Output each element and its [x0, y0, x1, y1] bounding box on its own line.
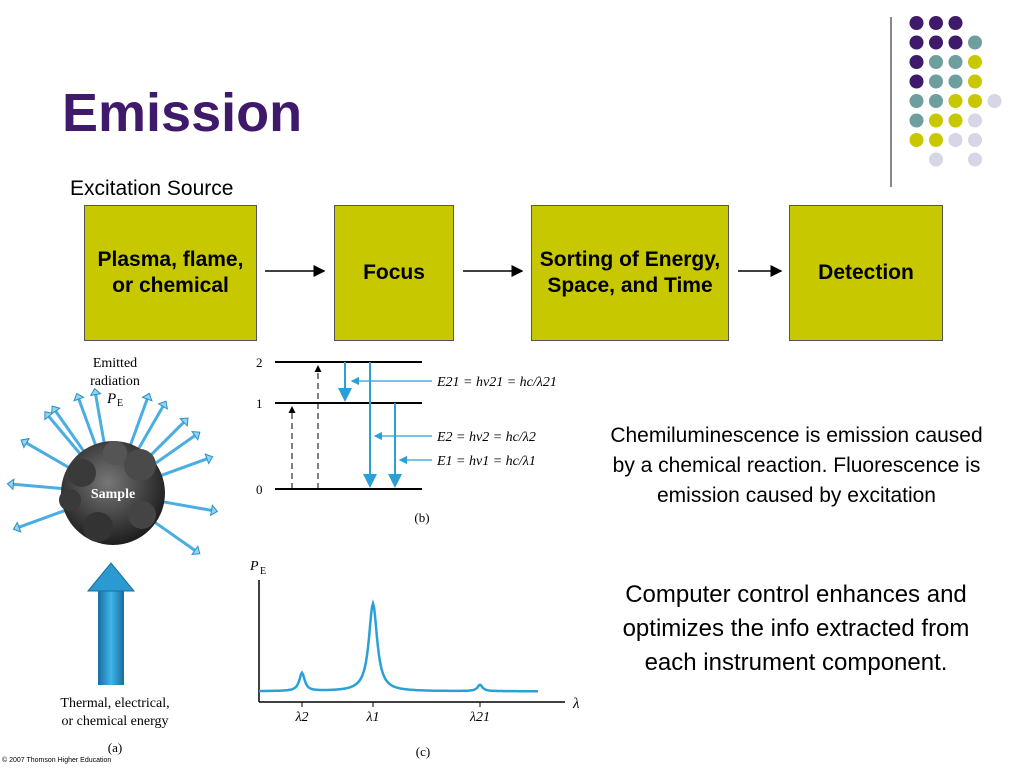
decorative-dot [968, 152, 982, 167]
decorative-dot [968, 113, 982, 128]
level-0-label: 0 [256, 482, 263, 497]
copyright-text: © 2007 Thomson Higher Education [2, 757, 112, 764]
equation-e1: E1 = hν1 = hc/λ1 [436, 454, 536, 469]
emission-ray-arrowhead [191, 430, 201, 441]
panel-a-illustration: Emitted radiation P E Sample Thermal, el… [6, 356, 219, 755]
divider-line [890, 17, 892, 187]
decorative-dot [909, 94, 924, 108]
tick-lambda1: λ1 [365, 710, 379, 725]
decorative-dot [929, 133, 943, 147]
decorative-dot [948, 55, 963, 69]
emission-ray-arrowhead [12, 521, 22, 533]
sample-blob [59, 441, 165, 545]
decorative-dot [909, 35, 924, 50]
emission-ray-arrowhead [89, 387, 102, 397]
decorative-dot [929, 35, 943, 50]
flow-arrows [265, 265, 783, 277]
emission-ray-arrowhead [141, 392, 153, 402]
decorative-dot [948, 74, 963, 89]
decorative-dot [968, 94, 982, 108]
emission-ray-arrowhead [50, 405, 61, 415]
emission-ray-arrowhead [73, 392, 85, 402]
slide-title: Emission [62, 83, 303, 143]
emitted-label: Emitted [93, 356, 137, 371]
block-plasma-flame-chemical: Plasma, flame, or chemical [84, 205, 257, 341]
decorative-dot [948, 133, 963, 147]
block-focus: Focus [334, 205, 454, 341]
energy-label-1: Thermal, electrical, [60, 696, 169, 711]
tick-lambda21: λ21 [469, 710, 490, 725]
decorative-dot [929, 16, 943, 30]
decorative-dot [968, 133, 982, 147]
decorative-dot [929, 113, 943, 128]
pe-sub-label: E [117, 398, 123, 409]
decorative-dot [948, 16, 963, 30]
emission-ray-arrowhead [204, 453, 214, 465]
x-ticks [301, 702, 481, 707]
emission-ray-arrowhead [157, 400, 169, 410]
x-axis-label: λ [572, 696, 580, 712]
decorative-dot [909, 16, 924, 30]
decorative-dot [987, 94, 1002, 108]
emission-ray-arrowhead [191, 545, 201, 556]
decorative-dot [909, 55, 924, 69]
emission-ray-arrowhead [20, 437, 30, 449]
spectrum-line [259, 599, 538, 693]
block-detection: Detection [789, 205, 943, 341]
equation-e21: E21 = hν21 = hc/λ21 [436, 375, 557, 390]
decorative-dot [948, 94, 963, 108]
decorative-dot [909, 113, 924, 128]
decorative-dot [929, 74, 943, 89]
decorative-dot [948, 35, 963, 50]
caption-c: (c) [416, 744, 430, 759]
emission-ray-arrowhead [44, 411, 54, 421]
note-computer-control: Computer control enhances and optimizes … [622, 581, 970, 676]
energy-input-arrow [86, 562, 136, 685]
sample-label: Sample [91, 487, 135, 502]
decorative-dot [968, 74, 982, 89]
decorative-dot-grid [909, 16, 1002, 167]
radiation-label: radiation [90, 374, 140, 389]
emission-ray-arrowhead [179, 417, 189, 427]
emission-ray-arrowhead [209, 504, 219, 517]
decorative-dot [909, 133, 924, 147]
decorative-dot [968, 55, 982, 69]
caption-a: (a) [108, 740, 122, 755]
energy-label-2: or chemical energy [61, 714, 168, 729]
caption-b: (b) [414, 510, 429, 525]
y-axis-label: P [249, 559, 259, 574]
equation-e2: E2 = hν2 = hc/λ2 [436, 430, 536, 445]
emission-ray-arrowhead [6, 478, 15, 491]
pe-label: P [106, 391, 116, 407]
y-axis-sub-label: E [260, 566, 266, 577]
level-2-label: 2 [256, 355, 263, 370]
excitation-source-label: Excitation Source [70, 177, 234, 200]
decorative-dot [929, 94, 943, 108]
panel-b-energy-diagram: 2 1 0 E21 = hν21 = hc/λ21 E2 = hν2 = hc/… [256, 355, 557, 525]
decorative-dot [929, 55, 943, 69]
decorative-dot [909, 74, 924, 89]
level-1-label: 1 [256, 396, 263, 411]
note-chemiluminescence: Chemiluminescence is emission caused by … [610, 424, 983, 507]
decorative-dot [929, 152, 943, 167]
decorative-dot [948, 113, 963, 128]
tick-lambda2: λ2 [294, 710, 308, 725]
block-sorting: Sorting of Energy, Space, and Time [531, 205, 729, 341]
panel-c-spectrum-chart: P E λ λ2 λ1 λ21 (c) [249, 559, 580, 759]
decorative-dot [968, 35, 982, 50]
